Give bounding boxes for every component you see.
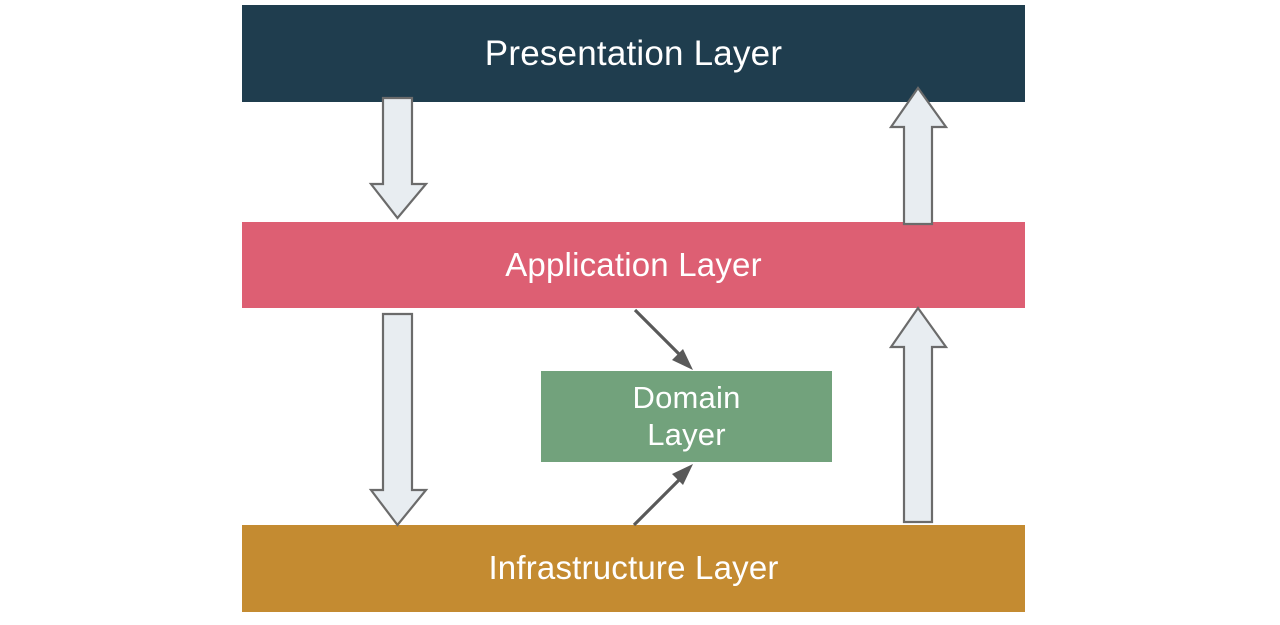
layer-label-presentation: Presentation Layer xyxy=(484,33,783,73)
down-block-arrow-icon xyxy=(368,312,429,527)
arrowhead-down-right-icon xyxy=(672,349,693,370)
layer-box-presentation: Presentation Layer xyxy=(242,5,1025,102)
thin-arrow-shaft xyxy=(633,308,685,360)
arrow-application-to-presentation xyxy=(888,86,949,226)
arrow-presentation-to-application xyxy=(368,96,429,220)
arrow-application-to-infrastructure xyxy=(368,312,429,527)
arrowhead-up-right-icon xyxy=(672,464,693,485)
layer-label-domain: Domain Layer xyxy=(632,379,741,452)
down-block-arrow-icon xyxy=(368,96,429,220)
arrow-application-to-domain xyxy=(633,308,693,370)
layer-box-application: Application Layer xyxy=(242,222,1025,308)
arrow-infrastructure-to-domain xyxy=(632,464,693,527)
up-block-arrow-icon xyxy=(888,86,949,226)
layer-label-application: Application Layer xyxy=(505,245,762,283)
layer-label-infrastructure: Infrastructure Layer xyxy=(488,549,779,587)
up-block-arrow-icon xyxy=(888,306,949,524)
arrow-infrastructure-to-application xyxy=(888,306,949,524)
layer-box-infrastructure: Infrastructure Layer xyxy=(242,525,1025,612)
thin-arrow-shaft xyxy=(632,475,684,527)
layer-box-domain: Domain Layer xyxy=(541,371,832,462)
